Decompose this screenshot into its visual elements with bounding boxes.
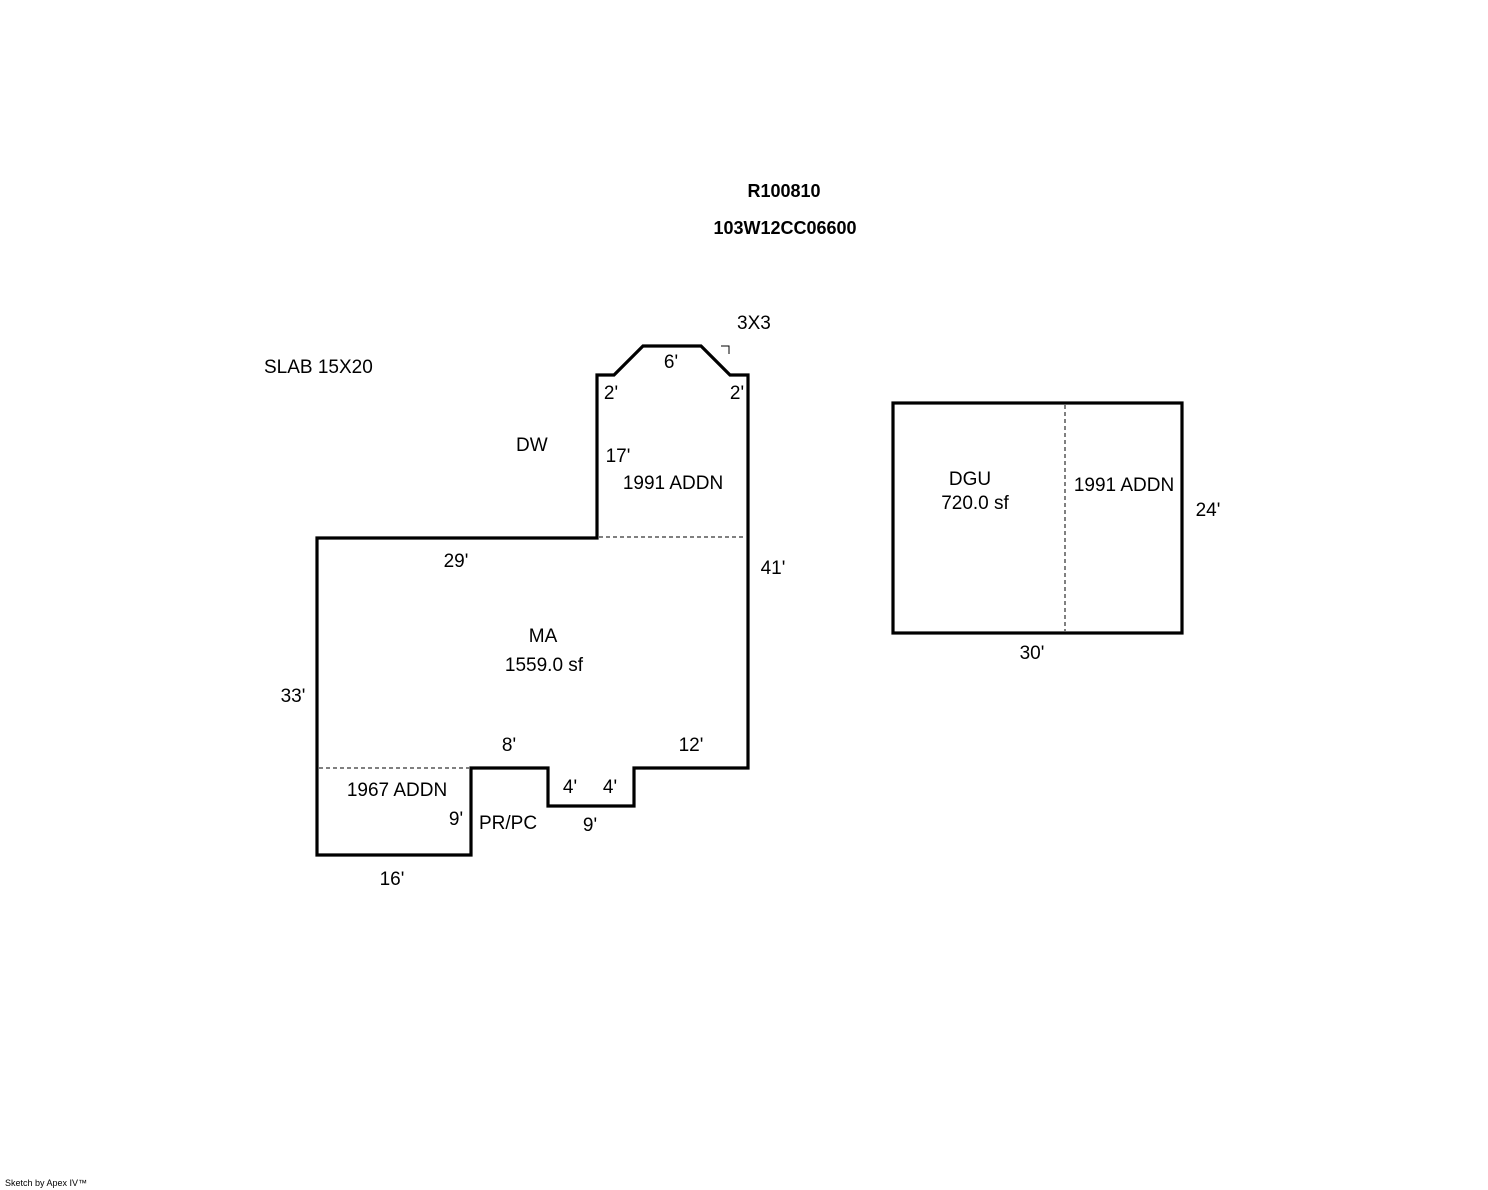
- addn-1991-label: 1991 ADDN: [623, 473, 723, 494]
- dim-bay-left: 2': [604, 383, 618, 404]
- account-number: R100810: [747, 181, 820, 201]
- sketch-credit: Sketch by Apex IV™: [5, 1178, 87, 1188]
- dim-notch-left: 4': [563, 777, 577, 798]
- dim-bottom: 16': [380, 869, 405, 890]
- dim-step-side: 9': [449, 809, 463, 830]
- deck-3x3-label: 3X3: [737, 313, 771, 334]
- garage-outline: [891, 401, 1184, 635]
- dim-ma-top: 29': [444, 551, 469, 572]
- dw-label: DW: [516, 435, 548, 456]
- porch-label: PR/PC: [479, 813, 537, 834]
- dim-bay-top: 6': [664, 352, 678, 373]
- garage-name: DGU: [949, 469, 991, 490]
- addn-1967-label: 1967 ADDN: [347, 780, 447, 801]
- dim-right-bottom: 12': [679, 735, 704, 756]
- deck-3x3-marker: [721, 345, 730, 354]
- dim-notch-bottom: 9': [583, 815, 597, 836]
- dim-ma-left: 33': [281, 686, 306, 707]
- garage-sqft: 720.0 sf: [941, 493, 1009, 514]
- dim-garage-bottom: 30': [1020, 643, 1045, 664]
- garage-addn-1991-label: 1991 ADDN: [1074, 475, 1174, 496]
- map-tax-lot: 103W12CC06600: [713, 218, 856, 238]
- main-house-outline: [315, 344, 750, 857]
- main-area-sqft: 1559.0 sf: [505, 655, 584, 676]
- main-area-name: MA: [529, 626, 558, 647]
- dim-ma-right: 41': [761, 558, 786, 579]
- dim-garage-right: 24': [1196, 500, 1221, 521]
- dim-bay-right: 2': [730, 383, 744, 404]
- dim-addn-height: 17': [606, 446, 631, 467]
- dim-step-top: 8': [502, 735, 516, 756]
- dim-notch-right: 4': [603, 777, 617, 798]
- slab-label: SLAB 15X20: [264, 357, 373, 378]
